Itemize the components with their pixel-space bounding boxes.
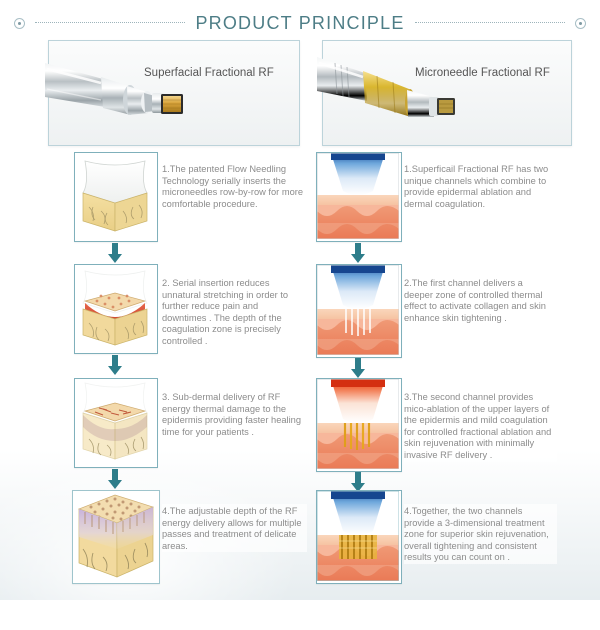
step-text-microneedle-4: 4.Together, the two channels provide a 3… [404,504,557,564]
down-arrow-icon-right-3 [350,472,366,492]
down-arrow-icon-left-3 [107,469,123,489]
down-arrow-icon-right-1 [350,243,366,263]
device-card-microneedle: Microneedle Fractional RF [317,40,572,146]
diagram-superfacial-4 [72,490,160,584]
header-divider-left [35,22,186,24]
diagram-superfacial-2 [74,264,158,354]
product-principle-infographic: PRODUCT PRINCIPLE [0,8,600,584]
circle-dot-icon-right [574,17,586,29]
diagram-microneedle-3 [316,378,402,472]
step-text-superfacial-4: 4.The adjustable depth of the RF energy … [162,504,307,553]
silver-handpiece-brass-cone-icon [317,57,455,117]
header-divider-right [414,22,565,24]
circle-dot-icon-left [14,17,26,29]
page-header: PRODUCT PRINCIPLE [0,8,600,38]
step-text-microneedle-3: 3.The second channel provides mico-ablat… [404,390,557,462]
device-card-superfacial: Superfacial Fractional RF [45,40,300,146]
diagram-superfacial-1 [74,152,158,242]
silver-handpiece-gold-tip-icon [45,63,183,115]
down-arrow-icon-left-1 [107,243,123,263]
down-arrow-icon-left-2 [107,355,123,375]
step-text-microneedle-1: 1.Superficail Fractional RF has two uniq… [404,162,557,211]
step-text-superfacial-3: 3. Sub-dermal delivery of RF energy ther… [162,390,307,439]
diagram-superfacial-3 [74,378,158,468]
diagram-microneedle-4 [316,490,402,584]
diagram-microneedle-1 [316,152,402,242]
step-text-superfacial-1: 1.The patented Flow Needling Technology … [162,162,307,211]
device-label-microneedle: Microneedle Fractional RF [415,67,550,79]
step-text-superfacial-2: 2. Serial insertion reduces unnatural st… [162,276,307,348]
page-title: PRODUCT PRINCIPLE [195,12,405,33]
diagram-microneedle-2 [316,264,402,358]
down-arrow-icon-right-2 [350,358,366,378]
device-label-superfacial: Superfacial Fractional RF [144,67,274,79]
step-text-microneedle-2: 2.The first channel delivers a deeper zo… [404,276,557,325]
